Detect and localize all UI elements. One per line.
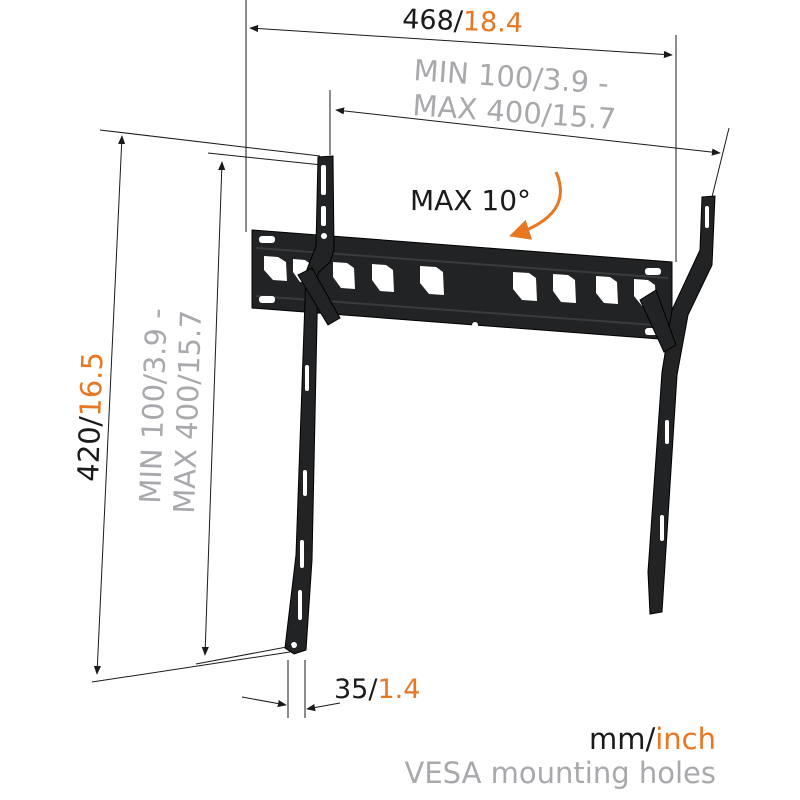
height-label: 420/16.5	[71, 351, 110, 482]
width-dimension-line	[249, 24, 673, 59]
plate-hole	[645, 268, 661, 275]
depth-label: 35/1.4	[334, 674, 420, 705]
vesa-vertical-line	[201, 161, 226, 656]
legend-inch: inch	[655, 722, 716, 756]
plate-hole	[259, 296, 275, 303]
units-legend: mm/inch	[589, 722, 716, 756]
plate-hook-slots	[264, 256, 656, 307]
vesa-vertical-label-line2: MAX 400/15.7	[167, 310, 208, 515]
dimension-lines	[91, 0, 730, 718]
legend-mm: mm	[588, 722, 646, 756]
plate-hole	[259, 236, 275, 243]
height-dimension-line	[93, 135, 126, 675]
tilt-arrow-icon	[509, 171, 562, 240]
tilt-label: MAX 10°	[410, 184, 531, 217]
vesa-horizontal-line	[335, 107, 721, 156]
vesa-horizontal-label-line1: MIN 100/3.9 -	[413, 53, 610, 101]
right-tv-bracket	[639, 195, 716, 615]
width-label: 468/18.4	[402, 4, 524, 39]
vesa-vertical-label-line1: MIN 100/3.9 -	[133, 308, 174, 504]
legend-sep: /	[645, 722, 656, 756]
wall-plate	[251, 229, 673, 341]
left-tv-bracket	[284, 155, 341, 655]
vesa-legend-note: VESA mounting holes	[404, 756, 716, 790]
